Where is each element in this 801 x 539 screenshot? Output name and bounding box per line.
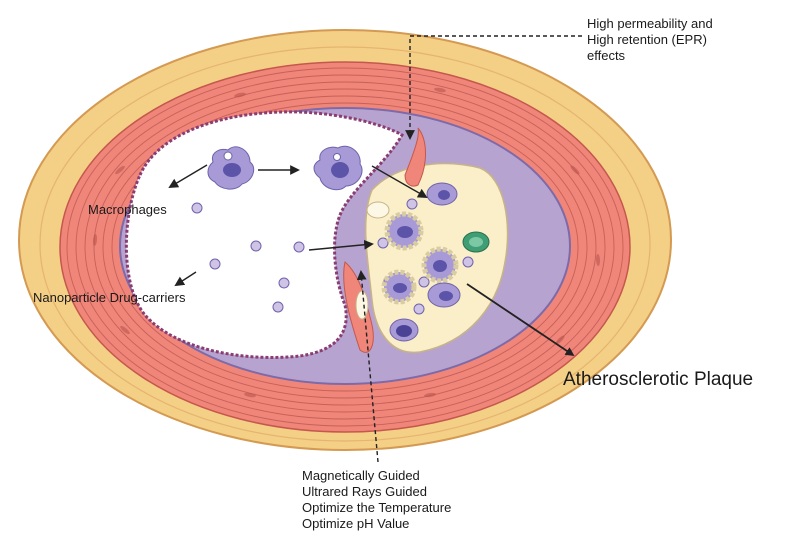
foam-cell <box>387 214 421 248</box>
foam-cell <box>424 249 456 281</box>
atherosclerotic-plaque-label: Atherosclerotic Plaque <box>563 369 753 391</box>
macrophages-label: Macrophages <box>88 202 167 218</box>
green-cell <box>463 232 489 252</box>
foam-cell <box>384 272 414 302</box>
plaque-macrophage <box>428 283 460 307</box>
nanoparticle-drug-carriers-label: Nanoparticle Drug-carriers <box>33 290 185 306</box>
plaque-macrophage <box>390 319 418 341</box>
epr-effect-label: High permeability and High retention (EP… <box>587 16 713 64</box>
plaque-macrophage <box>427 183 457 205</box>
targeting-methods-label: Magnetically Guided Ultrared Rays Guided… <box>302 468 451 532</box>
